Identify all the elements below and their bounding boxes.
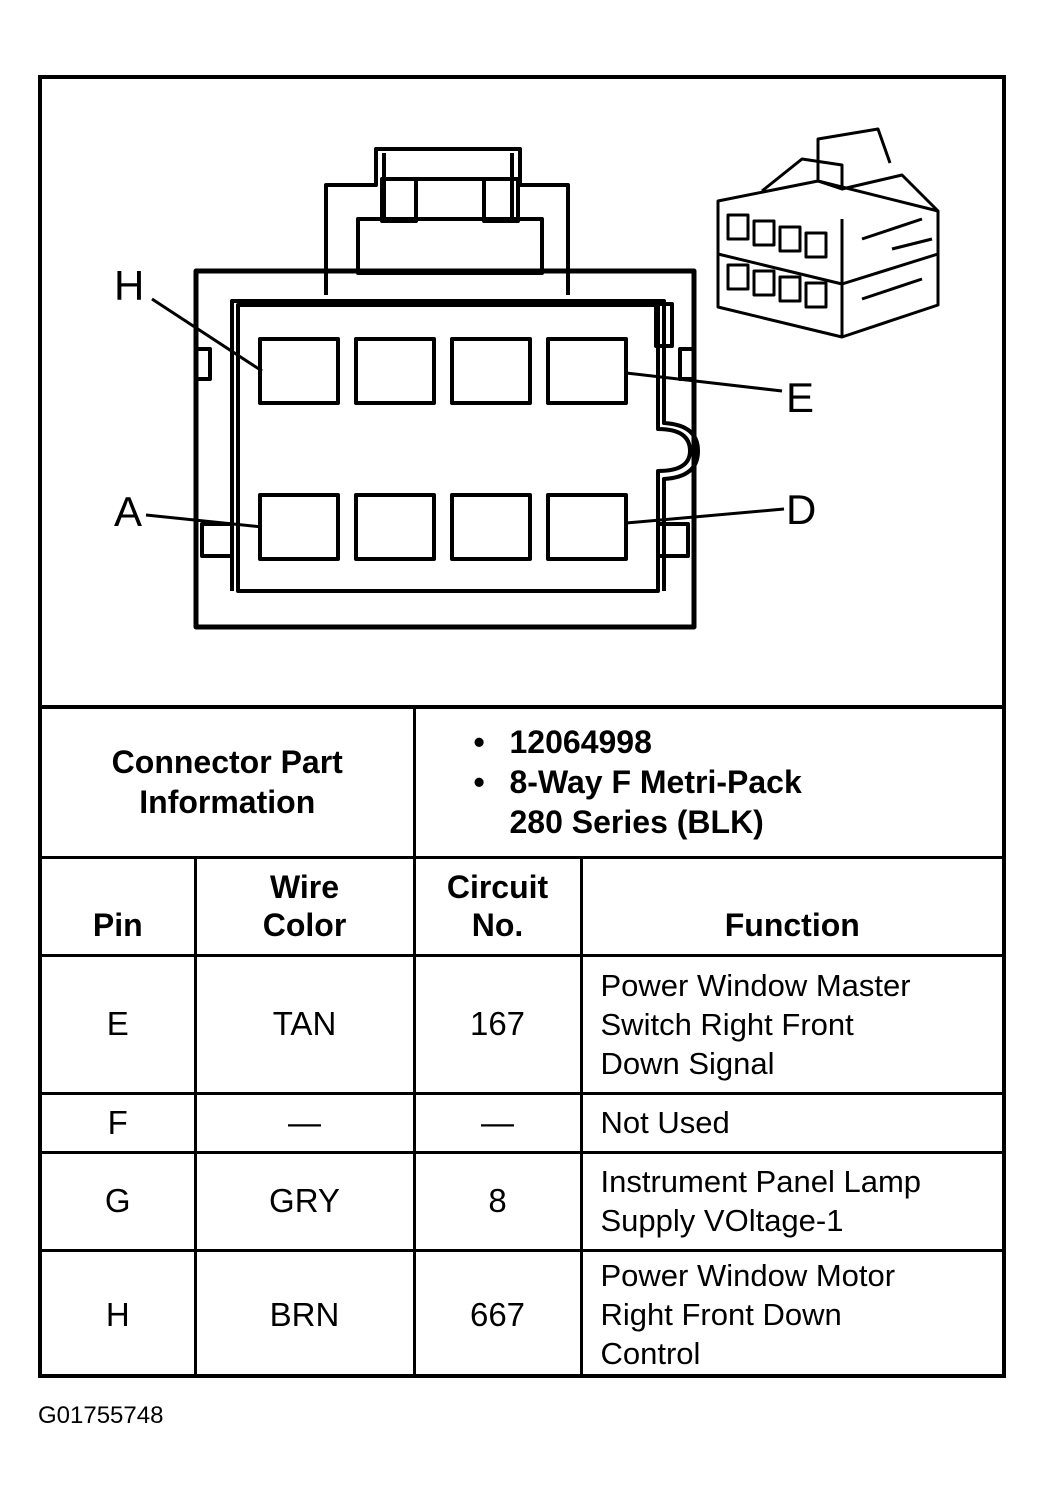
figure-frame: H E A D Connector Part Information • 1206… [38,75,1006,1378]
header-function-text: Function [724,906,860,943]
header-no-text: No. [471,906,524,943]
connector-part-label: Connector Part Information [42,705,416,859]
wire-color-cell: GRY [193,1150,416,1252]
pin-cell: F [42,1091,197,1154]
header-wire-color: Wire Color [193,855,416,957]
pin-cell: H [42,1248,197,1378]
connector-part-label-text: Connector Part Information [111,744,343,821]
function-line: Not Used [600,1105,730,1140]
pin-label-a: A [114,488,143,535]
header-pin-text: Pin [92,906,143,943]
pin-label-h: H [114,262,145,309]
header-circuit: Circuit No. [412,855,583,957]
connector-type: • 8-Way F Metri-Pack [474,762,1003,802]
function-line: Control [600,1336,701,1372]
function-line: Switch Right Front [600,1006,854,1042]
connector-type-text: 8-Way F Metri-Pack [509,764,802,801]
connector-iso-view [716,127,940,339]
connector-series: 280 Series (BLK) [474,802,1003,842]
header-pin: Pin [42,855,197,957]
function-line: Right Front Down [600,1297,842,1333]
part-number-text: 12064998 [509,724,652,761]
header-circuit-text: Circuit [446,868,549,905]
function-line: Supply VOltage-1 [600,1203,844,1238]
circuit-cell: — [412,1091,583,1154]
wire-color-cell: TAN [193,953,416,1095]
header-wire-text: Wire [269,868,340,905]
pin-cell: G [42,1150,197,1252]
function-cell: Power Window Motor Right Front Down Cont… [579,1248,1003,1378]
part-info-row: Connector Part Information • 12064998 • 8-… [42,705,1003,859]
circuit-cell: 667 [412,1248,583,1378]
function-line: Power Window Master [600,967,911,1003]
circuit-cell: 167 [412,953,583,1095]
pin-label-e: E [786,374,815,421]
function-line: Power Window Motor [600,1258,896,1294]
wire-color-cell: — [193,1091,416,1154]
part-number: • 12064998 [474,722,1003,762]
table-row: G GRY 8 Instrument Panel Lamp Supply VOl… [42,1150,1003,1252]
connector-series-text: 280 Series (BLK) [509,804,764,841]
circuit-cell: 8 [412,1150,583,1252]
pin-label-d: D [786,486,817,533]
function-cell: Instrument Panel Lamp Supply VOltage-1 [579,1150,1003,1252]
header-function: Function [579,855,1003,957]
function-cell: Power Window Master Switch Right Front D… [579,953,1003,1095]
connector-face-drawing [145,127,940,630]
wire-color-cell: BRN [193,1248,416,1378]
connector-diagram: H E A D [42,79,1002,705]
bullet-dot: • [473,724,485,761]
connector-info-table: Connector Part Information • 12064998 • 8-… [42,705,1003,1378]
figure-id: G01755748 [38,1402,164,1429]
table-row: H BRN 667 Power Window Motor Right Front… [42,1248,1003,1378]
function-line: Down Signal [600,1045,775,1081]
header-row: Pin Wire Color Circuit No. Function [42,855,1003,957]
function-cell: Not Used [579,1091,1003,1154]
bullet-dot: • [473,764,485,801]
header-color-text: Color [262,906,347,943]
table-row: F — — Not Used [42,1091,1003,1154]
table-row: E TAN 167 Power Window Master Switch Rig… [42,953,1003,1095]
pin-cell: E [42,953,197,1095]
function-line: Instrument Panel Lamp [600,1164,922,1199]
connector-part-bullets: • 12064998 • 8-Way F Metri-Pack 280 Series… [412,705,1003,859]
